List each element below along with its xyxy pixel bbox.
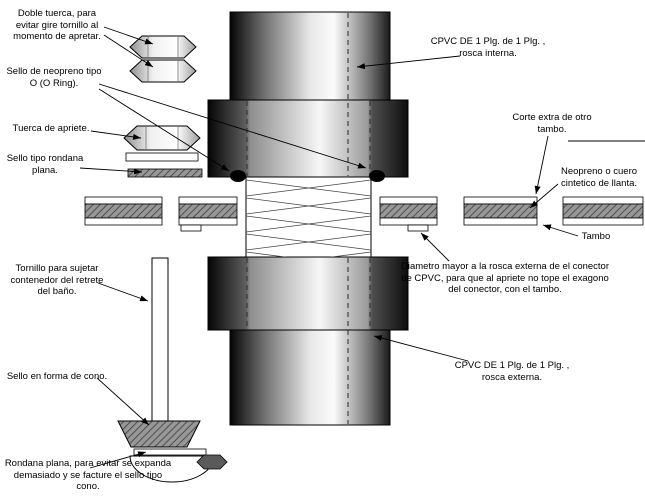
tank-wall-strips [84,196,644,232]
upper-pipe-cpvc-internal [229,11,391,101]
label-rondana-plana: Rondana plana, para evitar se expanda de… [4,458,172,493]
leader-arrows [79,26,645,469]
bottom-hex-nut [196,454,228,470]
flat-washer-under-cone [133,448,207,456]
label-cpvc-interna: CPVC DE 1 Plg. de 1 Plg. , rosca interna… [430,36,546,59]
label-sello-cono: Sello en forma de cono. [6,371,108,382]
o-ring-right [369,170,385,182]
lower-pipe-cpvc-external [229,329,391,426]
right-clearance-tab [407,224,429,232]
centerline-dashes [246,13,371,424]
o-ring-left [230,170,246,182]
label-corte-extra: Corte extra de otro tambo. [512,112,592,135]
label-sello-oring: Sello de neopreno tipo O (O Ring). [6,66,102,89]
upper-hex-nut [207,99,409,178]
label-tuerca-apriete: Tuerca de apriete. [12,123,90,134]
label-cpvc-externa: CPVC DE 1 Plg. de 1 Plg. , rosca externa… [454,360,570,383]
label-neopreno: Neopreno o cuero cintetico de llanta. [560,166,638,189]
bolt-shaft [151,257,169,423]
double-lock-nuts [129,35,197,83]
label-tornillo: Tornillo para sujetar contenedor del ret… [10,263,104,298]
label-sello-rondana: Sello tipo rondana plana. [6,153,84,176]
label-diametro: Diametro mayor a la rosca externa de el … [400,261,610,296]
left-clearance-tab [180,224,202,232]
flat-metal-washer [125,152,199,162]
lower-hex-nut [207,256,409,331]
tightening-nut [123,125,201,151]
label-tambo: Tambo [581,231,611,242]
thread-lines [246,179,371,257]
label-doble-tuerca: Doble tuerca, para evitar gire tornillo … [13,8,101,43]
cone-seal [117,420,201,448]
flat-washer-seal [127,168,203,178]
threaded-section [245,176,372,258]
